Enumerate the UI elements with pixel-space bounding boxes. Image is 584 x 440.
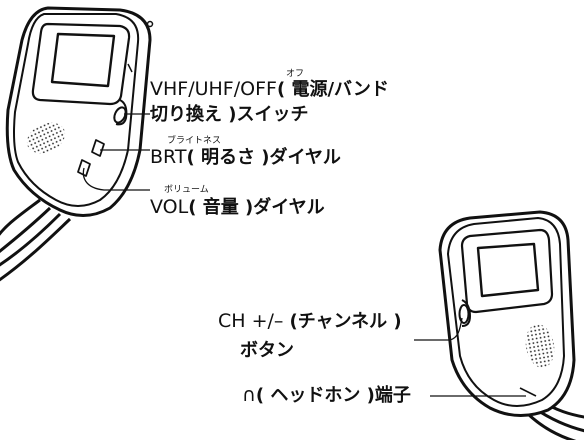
tv-device-bottom-right: [438, 210, 584, 440]
power-switch-label-line1: VHF/UHF/OFF( 電源/バンド: [150, 80, 389, 99]
brt-dial-latin: BRT: [150, 146, 187, 168]
brt-dial-jp: ( 明るさ )ダイヤル: [186, 147, 341, 168]
headphone-jack-label: ∩( ヘッドホン )端子: [242, 386, 411, 405]
cable-top-left: [0, 198, 72, 282]
ch-button-label-line1: CH +/– (チャンネル ): [218, 312, 402, 331]
brt-dial-label: BRT( 明るさ )ダイヤル: [150, 148, 341, 167]
leader-lines-top-left: [82, 113, 150, 191]
power-switch-latin: VHF/UHF/OFF: [150, 78, 277, 100]
ch-button-jp: (チャンネル ): [289, 311, 402, 332]
tv-device-top-left: [0, 6, 154, 282]
leader-lines-bottom-right: [414, 317, 526, 397]
power-switch-ruby: オフ: [286, 69, 305, 79]
brt-dial-ruby: ブライトネス: [167, 136, 222, 146]
vol-dial-ruby: ボリューム: [164, 185, 209, 195]
headphone-jack-text: ( ヘッドホン )端子: [255, 385, 411, 406]
vol-dial-label: VOL( 音量 )ダイヤル: [150, 198, 325, 217]
ch-button-label-line2: ボタン: [240, 340, 294, 361]
headphone-icon: ∩: [242, 384, 256, 406]
vol-dial-latin: VOL: [150, 196, 189, 218]
ch-button-latin: CH +/–: [218, 310, 290, 332]
power-switch-label-line2: 切り換え )スイッチ: [150, 104, 309, 125]
vol-dial-jp: ( 音量 )ダイヤル: [188, 197, 325, 218]
power-switch-jp: ( 電源/バンド: [276, 79, 389, 100]
